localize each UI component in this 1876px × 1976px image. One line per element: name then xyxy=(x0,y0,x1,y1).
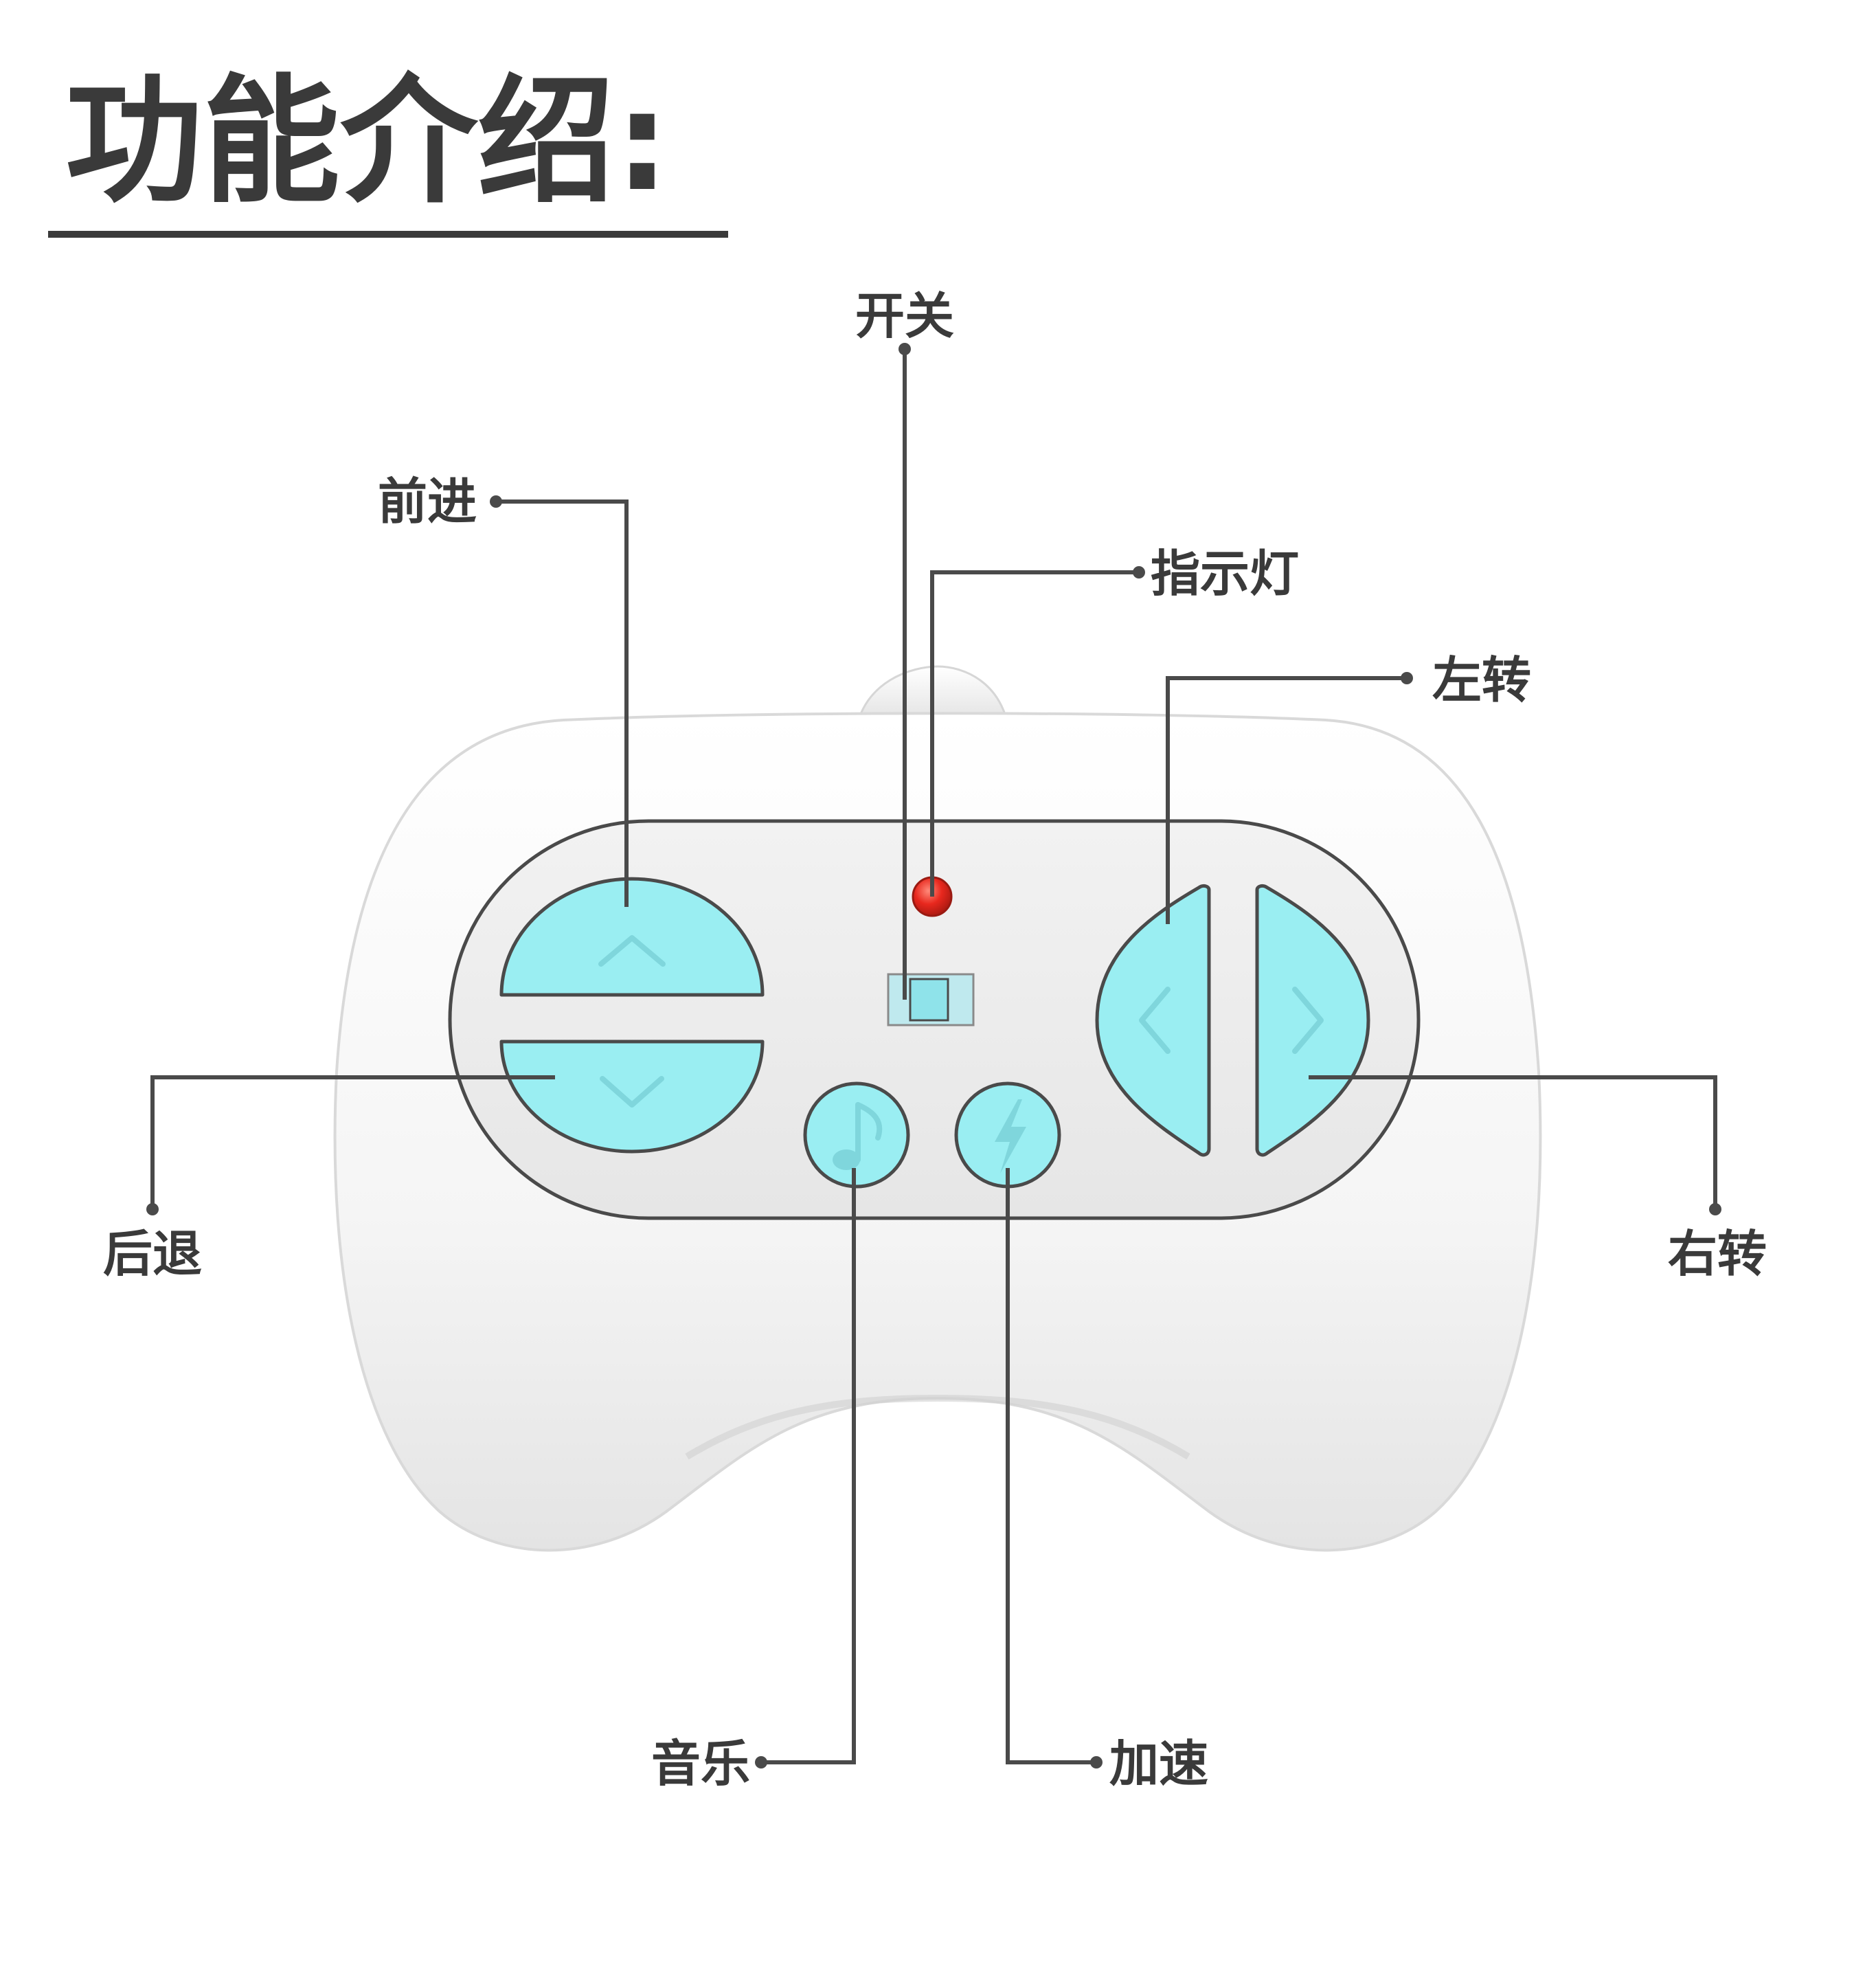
forward-button[interactable] xyxy=(499,877,765,997)
leader-turn-left xyxy=(1166,676,1407,924)
label-speed-up: 加速 xyxy=(1109,1735,1208,1793)
title-underline xyxy=(48,231,728,238)
power-switch[interactable] xyxy=(887,973,975,1026)
chevron-right-icon xyxy=(1292,987,1324,1054)
label-turn-right: 右转 xyxy=(1668,1225,1767,1283)
chevron-left-icon xyxy=(1139,987,1171,1054)
chevron-down-icon xyxy=(600,1076,664,1108)
shell-inner-shadow xyxy=(685,1394,1190,1460)
label-indicator: 指示灯 xyxy=(1151,545,1299,603)
music-note-icon xyxy=(833,1102,883,1170)
backward-button[interactable] xyxy=(499,1040,765,1154)
turn-left-button[interactable] xyxy=(1095,884,1211,1157)
label-backward: 后退 xyxy=(103,1225,202,1283)
turn-right-button[interactable] xyxy=(1255,884,1370,1157)
leader-speed-up xyxy=(1006,1168,1096,1764)
leader-indicator xyxy=(930,570,1139,897)
leader-turn-right xyxy=(1309,1075,1717,1209)
label-turn-left: 左转 xyxy=(1432,651,1531,709)
page-title: 功能介绍: xyxy=(65,62,670,222)
label-forward: 前进 xyxy=(378,473,477,530)
leader-forward xyxy=(496,499,629,907)
chevron-up-icon xyxy=(598,935,666,967)
label-music: 音乐 xyxy=(651,1735,750,1793)
music-button[interactable] xyxy=(803,1081,910,1189)
leader-music xyxy=(761,1168,856,1764)
leader-backward xyxy=(150,1075,555,1209)
label-power: 开关 xyxy=(855,287,954,345)
lightning-bolt-icon xyxy=(995,1099,1026,1174)
controller xyxy=(333,665,1542,1552)
leader-lines xyxy=(146,343,1721,1769)
